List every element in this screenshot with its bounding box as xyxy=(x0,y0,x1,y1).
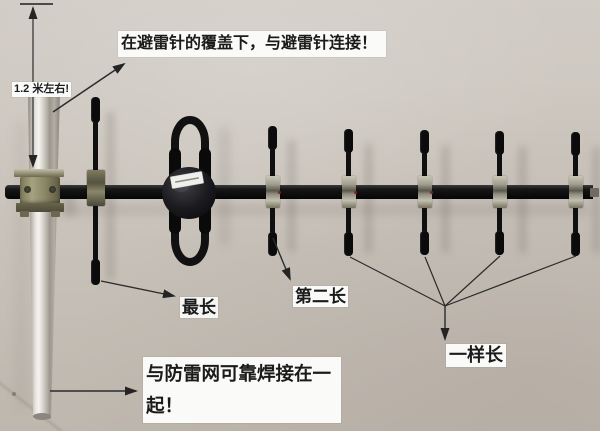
dipole-upper-loop xyxy=(171,116,209,192)
reflector-top-cap xyxy=(91,97,100,123)
bottom-note: 与防雷网可靠焊接在一起！ xyxy=(143,357,341,423)
director1-bottom-cap xyxy=(268,232,277,256)
director1-top-cap xyxy=(268,126,277,150)
director4-clamp xyxy=(493,176,507,208)
second-longest-label: 第二长 xyxy=(293,286,348,307)
director4-top-cap xyxy=(495,131,504,155)
director2-top-cap xyxy=(344,129,353,153)
director1-clamp-dot xyxy=(278,191,281,194)
director4-shadow xyxy=(520,146,525,253)
dipole-label-text-line xyxy=(175,177,199,183)
longest-label: 最长 xyxy=(180,297,218,318)
director2-bottom-cap xyxy=(344,232,353,256)
lightning-rod-pole xyxy=(28,93,60,419)
arrow-to-longest-label xyxy=(100,280,176,299)
same-length-line-director3 xyxy=(424,256,446,307)
reflector-clamp xyxy=(87,170,105,206)
mount-bracket-top-plate xyxy=(14,169,64,177)
director1-clamp xyxy=(266,176,280,208)
wall-corner-line xyxy=(0,376,66,431)
mount-bracket-nut-left xyxy=(20,211,29,217)
director5-clamp xyxy=(569,176,583,208)
pole-shadow xyxy=(17,120,25,410)
pole-bottom-cap xyxy=(33,413,51,420)
director4-bottom-cap xyxy=(495,231,504,255)
same-length-line-director4 xyxy=(444,255,501,307)
same-length-label: 一样长 xyxy=(446,344,506,367)
reflector-bottom-cap xyxy=(91,259,100,285)
height-note: 1.2 米左右! xyxy=(12,82,72,97)
boom-shadow xyxy=(62,205,590,214)
director5-bottom-cap xyxy=(571,232,580,256)
mount-bracket-nut-right xyxy=(51,211,60,217)
mount-bracket-lower-plate xyxy=(16,203,64,212)
mount-bracket-bolt-right xyxy=(49,186,56,193)
boom-end-cap xyxy=(590,188,599,197)
director3-clamp-dot xyxy=(430,191,433,194)
wall-mark-dot xyxy=(12,392,16,396)
mount-bracket-bolt-left xyxy=(24,186,31,193)
director3-bottom-cap xyxy=(420,231,429,255)
antenna-boom xyxy=(5,185,593,199)
same-length-line-director2 xyxy=(349,256,446,307)
director3-shadow xyxy=(443,145,448,253)
director2-clamp-dot xyxy=(354,191,357,194)
director5-shadow xyxy=(594,147,599,253)
director3-clamp xyxy=(418,176,432,208)
top-note: 在避雷针的覆盖下，与避雷针连接！ xyxy=(118,31,386,57)
director5-top-cap xyxy=(571,132,580,156)
director2-clamp xyxy=(342,176,356,208)
same-length-line-director5 xyxy=(444,255,577,307)
director3-top-cap xyxy=(420,130,429,154)
